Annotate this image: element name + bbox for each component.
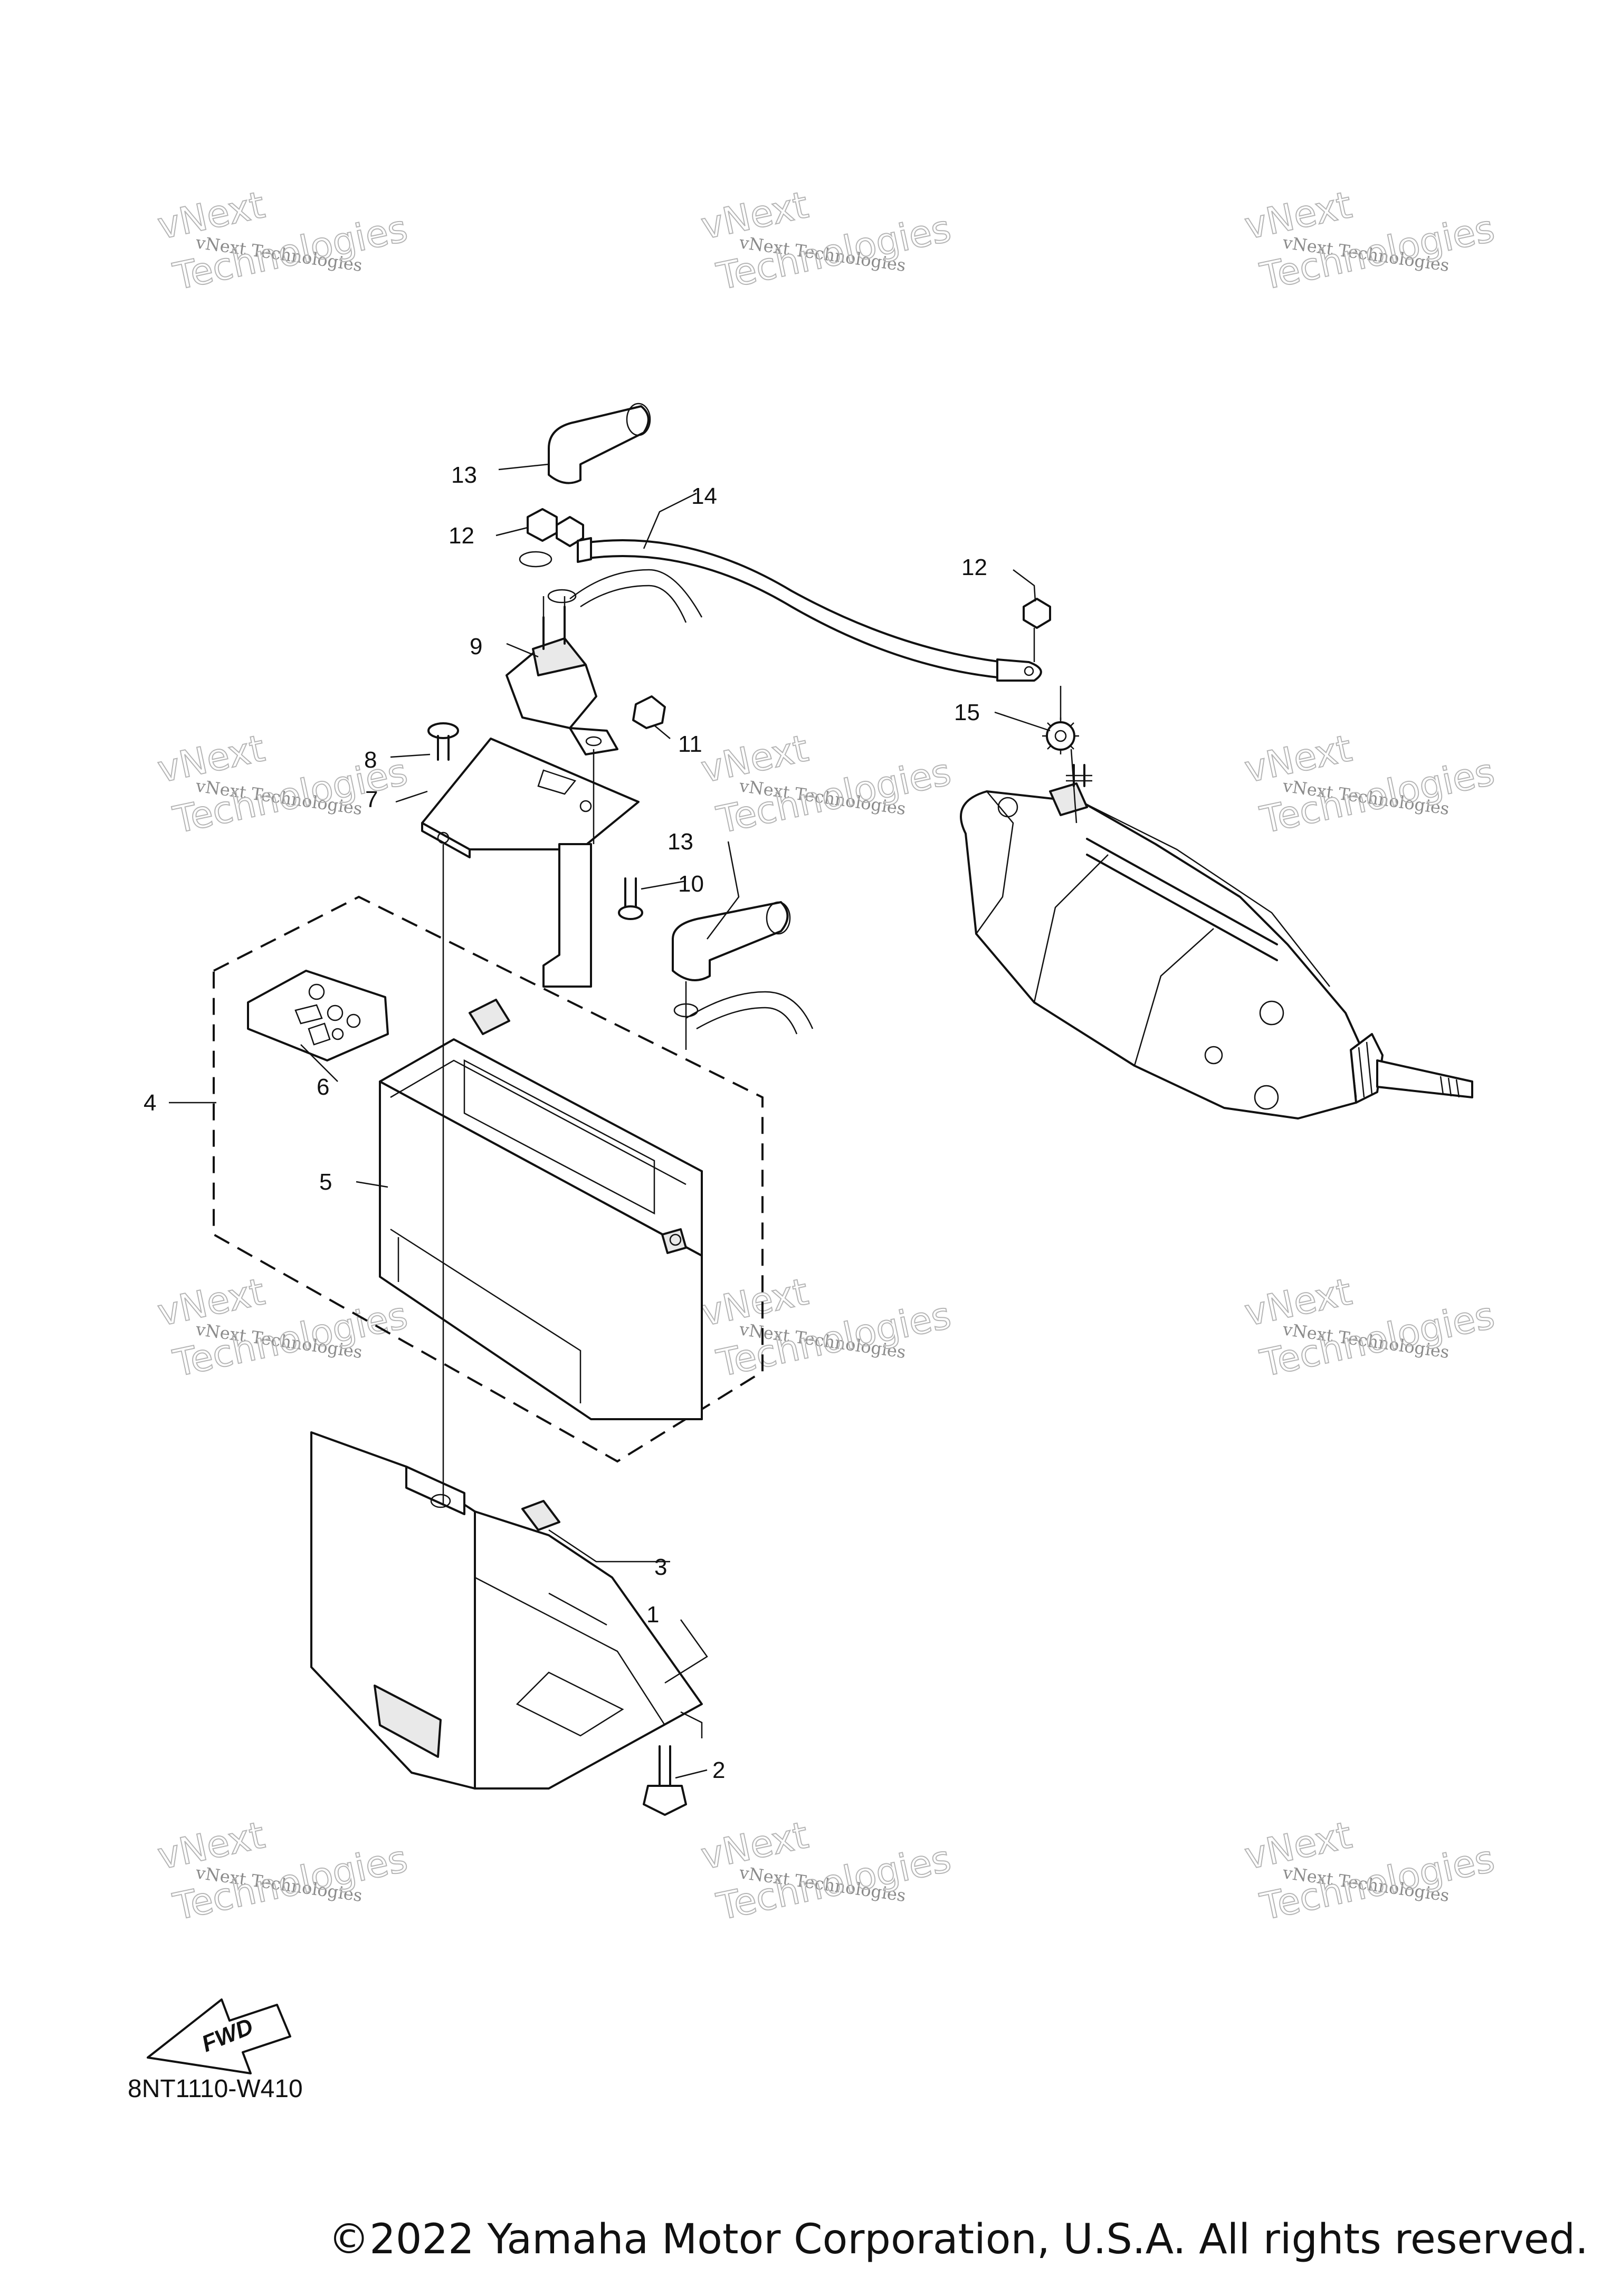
callout-1: 1 bbox=[646, 1602, 659, 1628]
watermark: vNext vNext Technologies Technologies bbox=[1241, 1269, 1499, 1386]
battery-box bbox=[310, 1431, 703, 1790]
watermark: vNext vNext Technologies Technologies bbox=[154, 726, 412, 843]
callout-12-upper: 12 bbox=[449, 523, 474, 549]
screw-8 bbox=[427, 722, 459, 761]
callout-14: 14 bbox=[691, 483, 717, 509]
fwd-arrow-icon: FWD bbox=[147, 1998, 291, 2074]
callout-6: 6 bbox=[317, 1074, 329, 1100]
starter-relay bbox=[506, 606, 618, 755]
callout-13-lower: 13 bbox=[668, 829, 693, 855]
callout-4: 4 bbox=[144, 1090, 156, 1116]
bolt-2 bbox=[643, 1745, 687, 1816]
watermark: vNext vNext Technologies Technologies bbox=[697, 726, 955, 843]
terminal-cap-upper bbox=[548, 403, 651, 484]
battery-cables bbox=[569, 569, 814, 1035]
watermark: vNext vNext Technologies Technologies bbox=[154, 1813, 412, 1929]
watermark: vNext vNext Technologies Technologies bbox=[154, 183, 412, 299]
battery-band bbox=[421, 738, 640, 988]
watermark: vNext vNext Technologies Technologies bbox=[154, 1269, 412, 1386]
watermark: vNext vNext Technologies Technologies bbox=[697, 183, 955, 299]
callouts: 13 14 12 12 9 15 11 8 7 13 10 6 4 5 3 1 … bbox=[144, 462, 987, 1783]
battery-kit-outline bbox=[213, 895, 764, 1463]
callout-10: 10 bbox=[678, 871, 704, 897]
watermark: vNext vNext Technologies Technologies bbox=[1241, 726, 1499, 843]
screw-10 bbox=[618, 877, 643, 920]
leader-lines bbox=[169, 463, 1078, 1779]
callout-7: 7 bbox=[365, 787, 378, 812]
nut-12-right bbox=[1023, 598, 1051, 629]
callout-2: 2 bbox=[712, 1757, 725, 1783]
nuts-12-upper bbox=[519, 508, 584, 604]
callout-9: 9 bbox=[470, 634, 482, 659]
watermark: vNext vNext Technologies Technologies bbox=[1241, 183, 1499, 299]
part-code: 8NT1110-W410 bbox=[128, 2075, 303, 2103]
callout-11: 11 bbox=[678, 731, 702, 757]
copyright-notice: ©2022 Yamaha Motor Corporation, U.S.A. A… bbox=[328, 2216, 1588, 2263]
starter-motor bbox=[960, 764, 1473, 1120]
watermark: vNext vNext Technologies Technologies bbox=[697, 1813, 955, 1929]
terminal-hardware-bag bbox=[247, 970, 389, 1061]
callout-12-right: 12 bbox=[961, 554, 987, 580]
callout-8: 8 bbox=[364, 747, 377, 773]
callout-15: 15 bbox=[954, 700, 980, 725]
callout-3: 3 bbox=[654, 1554, 667, 1580]
battery bbox=[379, 999, 703, 1420]
watermark: vNext vNext Technologies Technologies bbox=[697, 1269, 955, 1386]
terminal-cap-lower bbox=[672, 901, 791, 981]
nut-11 bbox=[632, 695, 666, 729]
lock-washer-15 bbox=[1042, 718, 1079, 754]
watermark: vNext vNext Technologies Technologies bbox=[1241, 1813, 1499, 1929]
callout-13-upper: 13 bbox=[451, 462, 477, 488]
callout-5: 5 bbox=[319, 1169, 332, 1195]
